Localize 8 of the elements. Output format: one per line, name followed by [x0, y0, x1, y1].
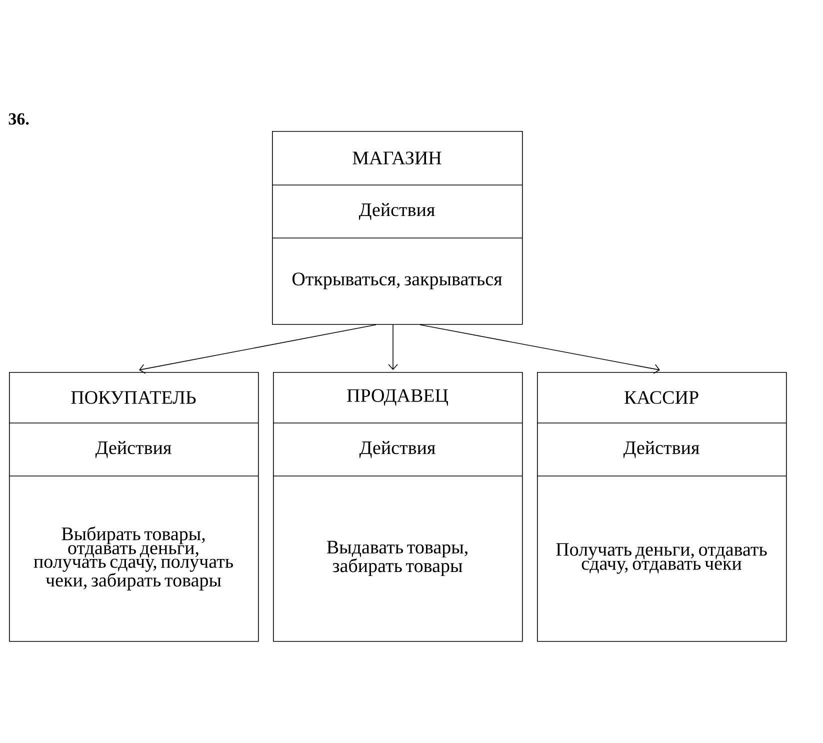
class-box: КАССИР Действия Получать деньги, отдавать сдачу, отдавать чеки [536, 372, 787, 642]
problem-number: 36. [8, 113, 29, 125]
arrow [420, 324, 660, 374]
arrow [388, 324, 398, 370]
class-box: ПРОДАВЕЦ Действия Выдавать товары, забирать товары [272, 372, 523, 642]
class-box: МАГАЗИН Действия Открываться, закрываться [272, 131, 523, 325]
arrow [139, 324, 376, 374]
class-box: ПОКУПАТЕЛЬ Действия Выбирать товары, отдавать деньги, получать сдачу, получать чеки, забирать товары [8, 372, 259, 642]
